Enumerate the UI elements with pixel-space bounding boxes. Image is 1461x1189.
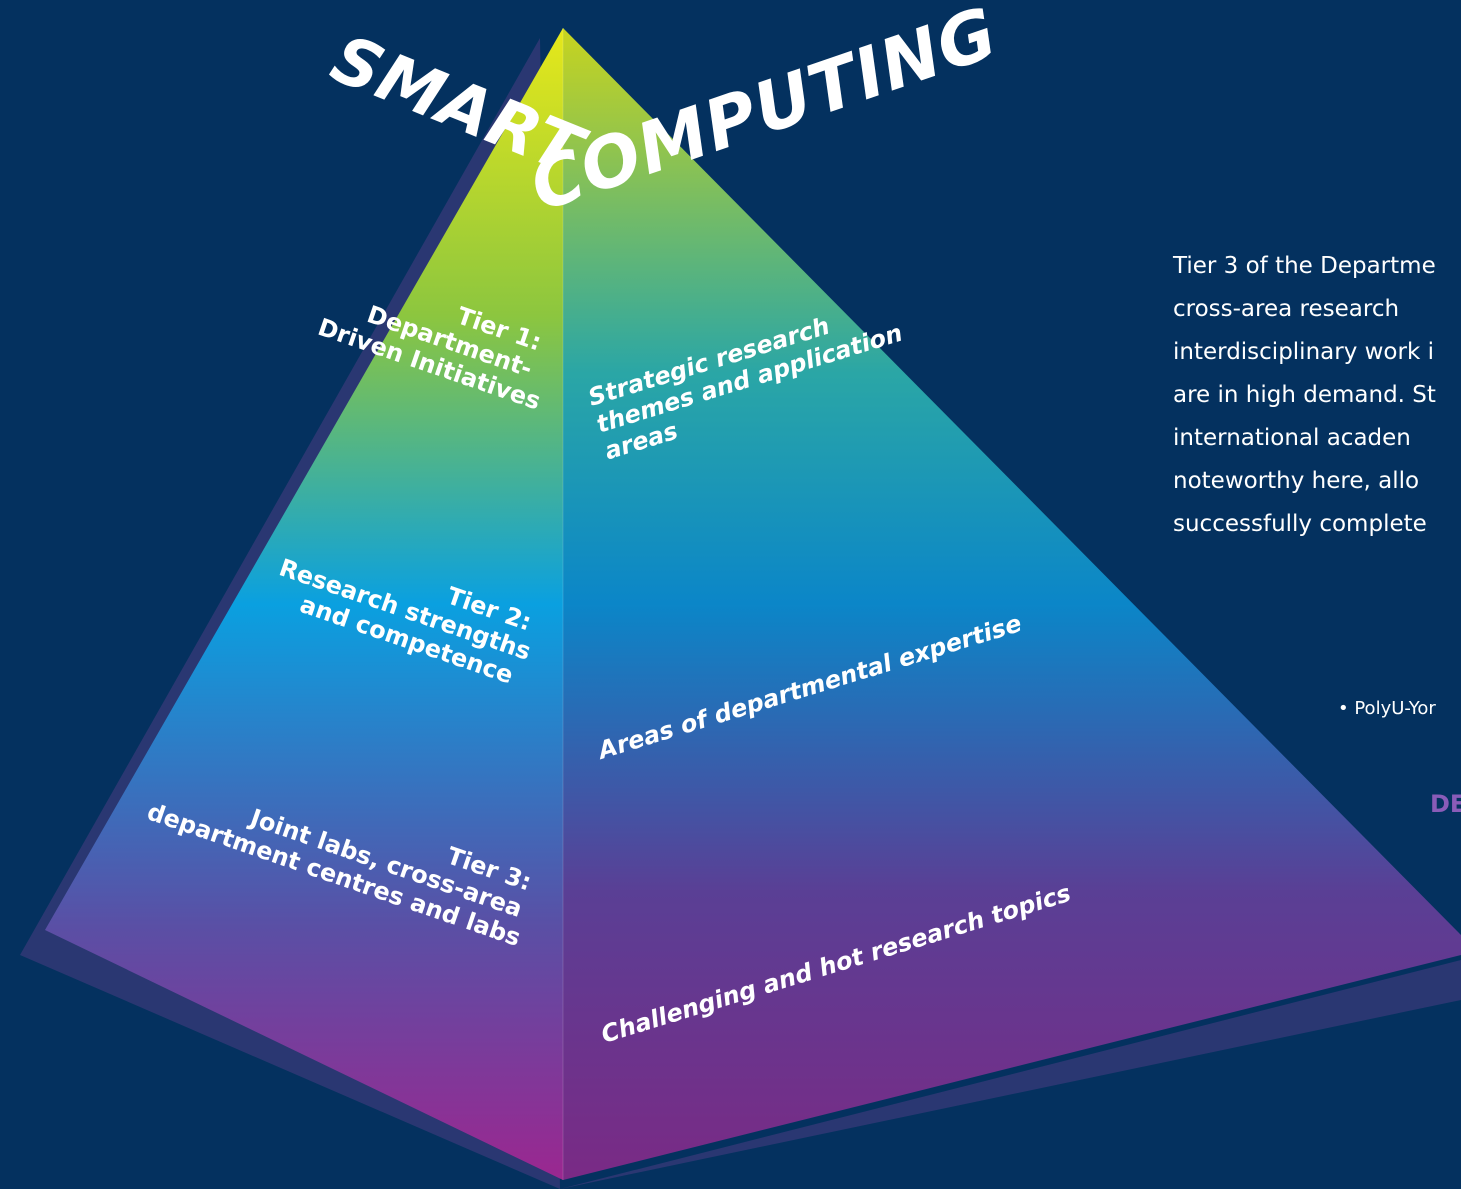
pyramid-right-face <box>563 28 1461 1180</box>
side-paragraph: Tier 3 of the Departme cross-area resear… <box>1173 245 1461 546</box>
side-paragraph-line: Tier 3 of the Departme <box>1173 253 1436 279</box>
side-paragraph-line: noteworthy here, allo <box>1173 468 1420 494</box>
side-paragraph-line: international acaden <box>1173 425 1411 451</box>
section-heading-fragment: DE <box>1430 790 1461 818</box>
side-paragraph-line: are in high demand. St <box>1173 382 1436 408</box>
side-paragraph-line: interdisciplinary work i <box>1173 339 1434 365</box>
side-paragraph-line: successfully complete <box>1173 511 1427 537</box>
pyramid-left-face <box>45 28 563 1180</box>
bullet-item: • PolyU-Yor <box>1338 698 1436 719</box>
side-paragraph-line: cross-area research <box>1173 296 1400 322</box>
